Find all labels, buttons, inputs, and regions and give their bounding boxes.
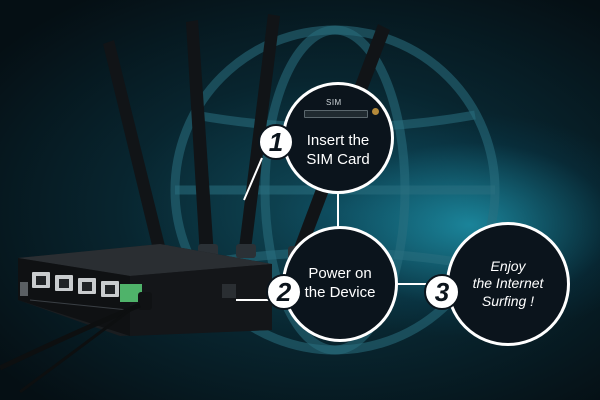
step-2-badge: 2 [266,274,302,310]
step-2-line-2: the Device [304,284,376,301]
step-3-badge: 3 [424,274,460,310]
step-3-line-3: Surfing ! [481,292,535,309]
step-1-line-2: SIM Card [306,151,370,168]
step-1-text: Insert the SIM Card [306,132,369,170]
router-device [18,244,272,336]
step-1-badge: 1 [258,124,294,160]
step-2-circle: Power on the Device [282,226,398,342]
step-2-line-1: Power on [308,265,372,283]
step-3-line-2: the Internet [472,275,544,292]
step-3-line-1: Enjoy [490,257,526,274]
step-1-line-1: Insert the [306,132,370,150]
sim-slot [304,110,368,118]
step-3-circle: Enjoy the Internet Surfing ! [446,222,570,346]
sim-eject-dot [372,108,379,115]
sim-slot-label: SIM [326,98,342,107]
power-cable [0,292,152,394]
